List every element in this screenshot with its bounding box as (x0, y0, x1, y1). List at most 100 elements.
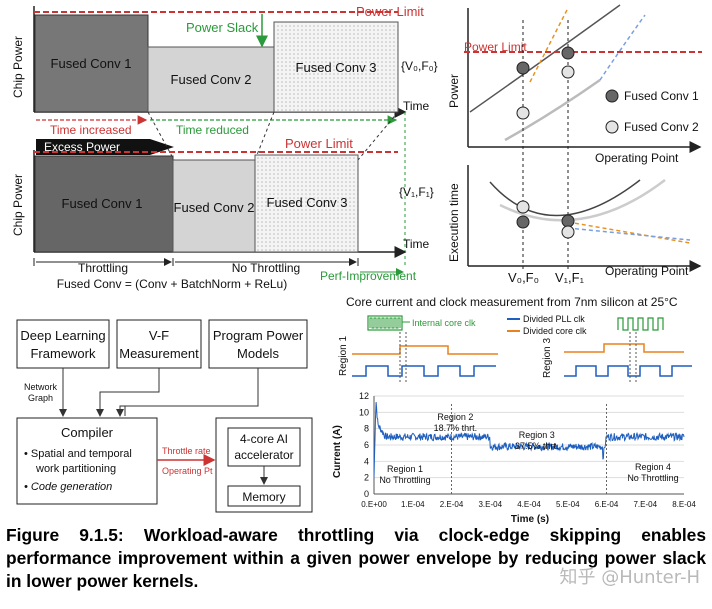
bottom-block-conv3-label: Fused Conv 3 (267, 195, 348, 210)
top-power-limit-label: Power Limit (356, 4, 424, 19)
measurement-panel: Core current and clock measurement from … (332, 295, 696, 524)
power-models-label-2: Models (237, 346, 279, 361)
bottom-block-conv1-label: Fused Conv 1 (62, 196, 143, 211)
legend-marker-conv1 (605, 89, 619, 103)
op-v0f0-label: V₀,F₀ (508, 270, 539, 285)
region1-side-label: Region 1 (338, 336, 349, 376)
bottom-time-label: Time (403, 237, 430, 251)
op-legend-conv1: Fused Conv 1 (624, 89, 699, 103)
time-marker-conv1-v1 (561, 214, 575, 228)
top-block-conv1 (34, 14, 149, 113)
op-legend-conv2: Fused Conv 2 (624, 120, 699, 134)
power-marker-conv2-v1 (561, 65, 575, 79)
x-tick-label: 4.E-04 (517, 500, 541, 509)
y-tick-label: 4 (364, 456, 369, 466)
power-time-panel: Fused Conv 1 Fused Conv 2 Fused Conv 3 P… (11, 4, 438, 291)
top-time-label: Time (403, 99, 430, 113)
vf-measurement-box (116, 319, 202, 369)
waveform-region3 (564, 317, 692, 382)
accelerator-label-2: accelerator (234, 448, 293, 462)
bottom-block-conv2-label: Fused Conv 2 (174, 200, 255, 215)
current-x-axis-label: Time (s) (511, 514, 549, 524)
region-annotation-sub: No Throttling (627, 473, 678, 483)
power-marker-conv1-v0 (516, 61, 530, 75)
excess-power-label: Excess Power (44, 140, 120, 154)
vf-label-1: V-F (149, 328, 169, 343)
operating-pt-label: Operating Pt (162, 466, 213, 476)
bottom-power-chart (33, 150, 407, 258)
power-slack-label: Power Slack (186, 20, 259, 35)
operating-point-panel: Power Limit Power Fused Conv 1 Fused Con… (447, 4, 702, 285)
x-tick-label: 7.E-04 (633, 500, 657, 509)
top-block-conv3-label: Fused Conv 3 (296, 60, 377, 75)
internal-clk-label: Internal core clk (412, 318, 476, 328)
op-power-axis-label: Power (447, 74, 461, 108)
legend-pll-clk: Divided PLL clk (523, 314, 585, 324)
measurement-title: Core current and clock measurement from … (346, 295, 678, 309)
y-tick-label: 2 (364, 473, 369, 483)
region-annotation-title: Region 2 (437, 412, 473, 422)
top-block-conv2 (147, 46, 275, 113)
deep-learning-label-2: Framework (30, 346, 96, 361)
power-marker-conv1-v1 (561, 46, 575, 60)
time-marker-conv2-v0 (516, 200, 530, 214)
network-graph-label-1: Network (24, 382, 58, 392)
top-power-chart (33, 6, 407, 118)
memory-label: Memory (242, 490, 285, 504)
figure-caption: Figure 9.1.5: Workload-aware throttling … (6, 525, 706, 591)
region-annotation-sub: No Throttling (379, 475, 430, 485)
x-tick-label: 5.E-04 (556, 500, 580, 509)
top-block-conv1-label: Fused Conv 1 (51, 56, 132, 71)
region3-side-label: Region 3 (542, 338, 553, 378)
exectime-vs-op-graph (467, 165, 702, 272)
bottom-block-conv2 (172, 159, 256, 253)
time-increased-label: Time increased (50, 123, 132, 137)
op-v1f1-label: V₁,F₁ (555, 270, 585, 285)
throttling-label: Throttling (78, 261, 128, 275)
power-models-label-1: Program Power (213, 328, 304, 343)
op-power-limit-label: Power Limit (464, 40, 527, 54)
x-tick-label: 8.E-04 (672, 500, 696, 509)
network-graph-label-2: Graph (28, 393, 53, 403)
deep-learning-label-1: Deep Learning (20, 328, 105, 343)
vf-label-2: Measurement (119, 346, 199, 361)
x-tick-label: 1.E-04 (401, 500, 425, 509)
perf-improvement-label: Perf-Improvement (320, 269, 417, 283)
y-tick-label: 12 (359, 391, 369, 401)
throttle-rate-label: Throttle rate (162, 446, 211, 456)
power-marker-conv2-v0 (516, 106, 530, 120)
bottom-power-limit-label: Power Limit (285, 136, 353, 151)
memory-box (227, 485, 301, 507)
region-annotation-title: Region 3 (519, 430, 555, 440)
y-tick-label: 8 (364, 424, 369, 434)
y-tick-label: 10 (359, 407, 369, 417)
x-tick-label: 0.E+00 (361, 500, 387, 509)
top-chip-power-label: Chip Power (11, 36, 25, 98)
x-tick-label: 3.E-04 (478, 500, 502, 509)
compiler-title: Compiler (61, 425, 114, 440)
time-reduced-label: Time reduced (176, 123, 249, 137)
waveform-region1 (352, 315, 498, 382)
bottom-block-conv3 (254, 154, 359, 253)
compiler-flow-diagram: Deep Learning Framework V-F Measurement … (16, 319, 313, 513)
op-operating-point-label-top: Operating Point (595, 151, 679, 165)
y-tick-label: 0 (364, 489, 369, 499)
region-annotation-title: Region 4 (635, 462, 671, 472)
power-vs-op-graph (464, 4, 702, 270)
deep-learning-box (16, 319, 110, 369)
compiler-item-1b: work partitioning (35, 463, 116, 475)
time-marker-conv1-v0 (516, 215, 530, 229)
compiler-box (16, 417, 158, 505)
legend-core-clk: Divided core clk (523, 326, 587, 336)
current-y-axis-label: Current (A) (332, 425, 343, 478)
top-vf-label: {V₀,F₀} (401, 59, 438, 73)
accelerator-inner-box (227, 427, 301, 467)
watermark: 知乎 @Hunter-H (559, 567, 700, 588)
time-marker-conv2-v1 (561, 225, 575, 239)
no-throttling-label: No Throttling (232, 261, 300, 275)
op-operating-point-label-bottom: Operating Point (605, 264, 689, 278)
y-tick-label: 6 (364, 440, 369, 450)
fused-conv-definition: Fused Conv = (Conv + BatchNorm + ReLu) (57, 277, 287, 291)
top-block-conv2-label: Fused Conv 2 (171, 72, 252, 87)
